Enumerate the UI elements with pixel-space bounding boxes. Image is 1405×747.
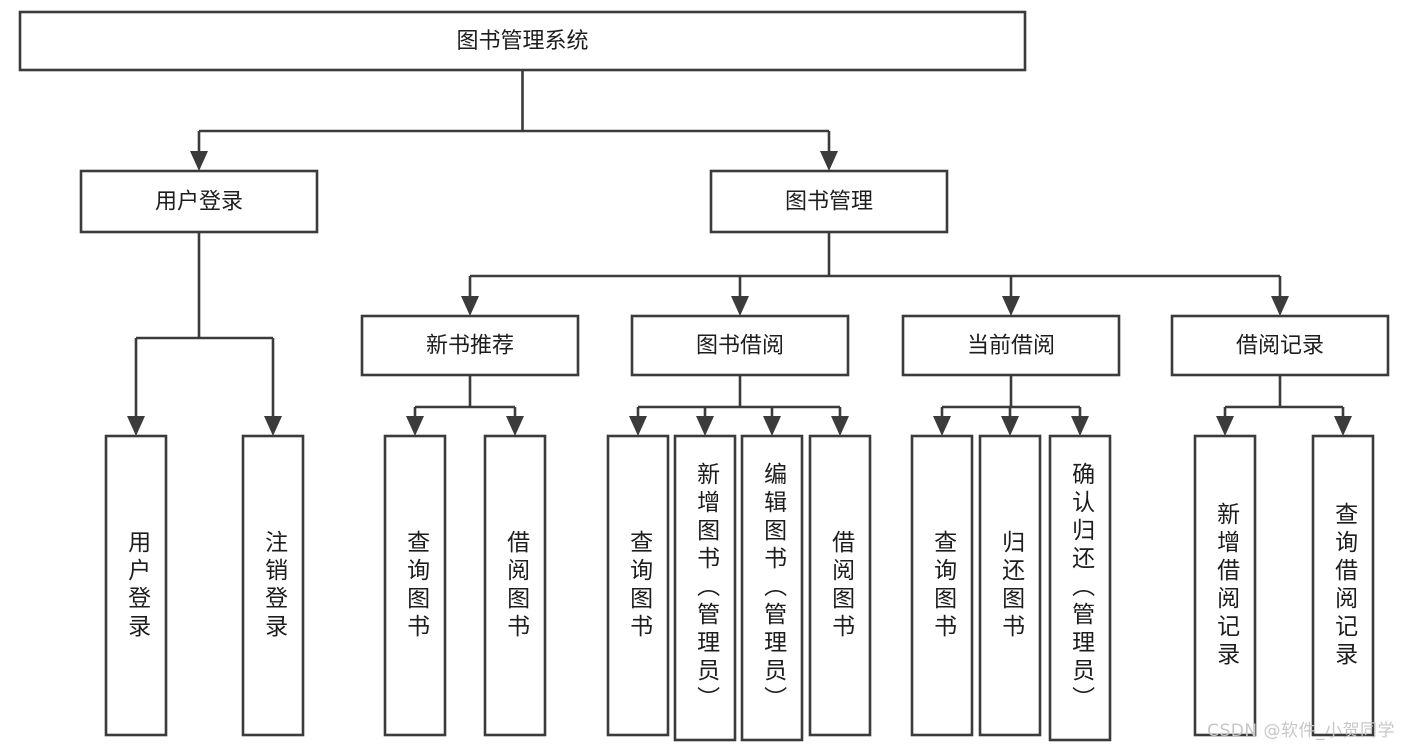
node-record-label: 借阅记录 bbox=[1236, 334, 1324, 359]
node-l-q3-box[interactable] bbox=[910, 434, 974, 737]
edge-arrowhead-borrow bbox=[731, 296, 749, 316]
node-l-login-box[interactable] bbox=[104, 434, 168, 737]
edge-group-borrow bbox=[629, 375, 849, 436]
edge-arrowhead-l-q3 bbox=[933, 416, 951, 436]
node-l-edit-box[interactable] bbox=[740, 434, 804, 742]
node-l-confirm[interactable] bbox=[1048, 434, 1112, 742]
node-l-return[interactable] bbox=[978, 434, 1042, 737]
edge-arrowhead-l-add bbox=[696, 416, 714, 436]
node-bookmgmt-box[interactable] bbox=[709, 169, 949, 234]
edge-arrowhead-l-b2 bbox=[831, 416, 849, 436]
edge-group-newbook bbox=[406, 375, 524, 436]
node-l-q2-box[interactable] bbox=[606, 434, 670, 737]
node-l-add[interactable] bbox=[673, 434, 737, 742]
node-l-q1[interactable] bbox=[383, 434, 447, 737]
node-newbook-label: 新书推荐 bbox=[426, 334, 514, 359]
node-l-b1-box[interactable] bbox=[483, 434, 547, 737]
edge-arrowhead-l-return bbox=[1001, 416, 1019, 436]
edge-arrowhead-l-addrec bbox=[1216, 416, 1234, 436]
node-borrow-box[interactable] bbox=[630, 314, 850, 377]
node-l-login[interactable] bbox=[104, 434, 168, 737]
edge-arrowhead-l-login bbox=[127, 416, 145, 436]
node-l-addrec[interactable] bbox=[1193, 434, 1257, 737]
node-l-b2[interactable] bbox=[808, 434, 872, 737]
node-login-box[interactable] bbox=[79, 169, 319, 234]
node-l-logout-box[interactable] bbox=[241, 434, 305, 737]
csdn-watermark: CSDN @软件_小贺同学 bbox=[1207, 721, 1395, 741]
edge-arrowhead-login bbox=[190, 151, 208, 171]
node-l-qrec[interactable] bbox=[1311, 434, 1375, 737]
edge-group-record bbox=[1216, 375, 1352, 436]
edge-arrowhead-l-confirm bbox=[1071, 416, 1089, 436]
node-current-box[interactable] bbox=[901, 314, 1121, 377]
edge-group-root bbox=[190, 70, 838, 171]
node-bookmgmt[interactable]: 图书管理 bbox=[709, 169, 949, 234]
node-login[interactable]: 用户登录 bbox=[79, 169, 319, 234]
edge-arrowhead-l-edit bbox=[763, 416, 781, 436]
node-l-return-box[interactable] bbox=[978, 434, 1042, 737]
edge-arrowhead-newbook bbox=[461, 296, 479, 316]
node-borrow[interactable]: 图书借阅 bbox=[630, 314, 850, 377]
node-l-b1[interactable] bbox=[483, 434, 547, 737]
node-l-add-box[interactable] bbox=[673, 434, 737, 742]
edge-arrowhead-l-q1 bbox=[406, 416, 424, 436]
edge-arrowhead-l-b1 bbox=[506, 416, 524, 436]
node-l-qrec-box[interactable] bbox=[1311, 434, 1375, 737]
node-l-confirm-box[interactable] bbox=[1048, 434, 1112, 742]
node-record-box[interactable] bbox=[1170, 314, 1390, 377]
edge-group-login bbox=[127, 232, 282, 436]
node-l-edit[interactable] bbox=[740, 434, 804, 742]
node-l-logout[interactable] bbox=[241, 434, 305, 737]
node-borrow-label: 图书借阅 bbox=[696, 334, 784, 359]
edge-layer bbox=[127, 70, 1352, 436]
edge-arrowhead-current bbox=[1002, 296, 1020, 316]
node-root[interactable]: 图书管理系统 bbox=[18, 10, 1027, 72]
edge-arrowhead-bookmgmt bbox=[820, 151, 838, 171]
node-l-q3[interactable] bbox=[910, 434, 974, 737]
node-root-box[interactable] bbox=[18, 10, 1027, 72]
node-current[interactable]: 当前借阅 bbox=[901, 314, 1121, 377]
edge-arrowhead-l-q2 bbox=[629, 416, 647, 436]
edge-group-bookmgmt bbox=[461, 232, 1289, 316]
node-l-q1-box[interactable] bbox=[383, 434, 447, 737]
node-record[interactable]: 借阅记录 bbox=[1170, 314, 1390, 377]
node-root-label: 图书管理系统 bbox=[456, 29, 588, 54]
edge-arrowhead-l-qrec bbox=[1334, 416, 1352, 436]
node-newbook-box[interactable] bbox=[360, 314, 580, 377]
edge-arrowhead-record bbox=[1271, 296, 1289, 316]
edge-group-current bbox=[933, 375, 1089, 436]
node-l-b2-box[interactable] bbox=[808, 434, 872, 737]
edge-arrowhead-l-logout bbox=[264, 416, 282, 436]
node-l-q2[interactable] bbox=[606, 434, 670, 737]
node-login-label: 用户登录 bbox=[155, 190, 243, 215]
node-current-label: 当前借阅 bbox=[967, 334, 1055, 359]
node-l-addrec-box[interactable] bbox=[1193, 434, 1257, 737]
node-bookmgmt-label: 图书管理 bbox=[785, 190, 873, 215]
node-newbook[interactable]: 新书推荐 bbox=[360, 314, 580, 377]
